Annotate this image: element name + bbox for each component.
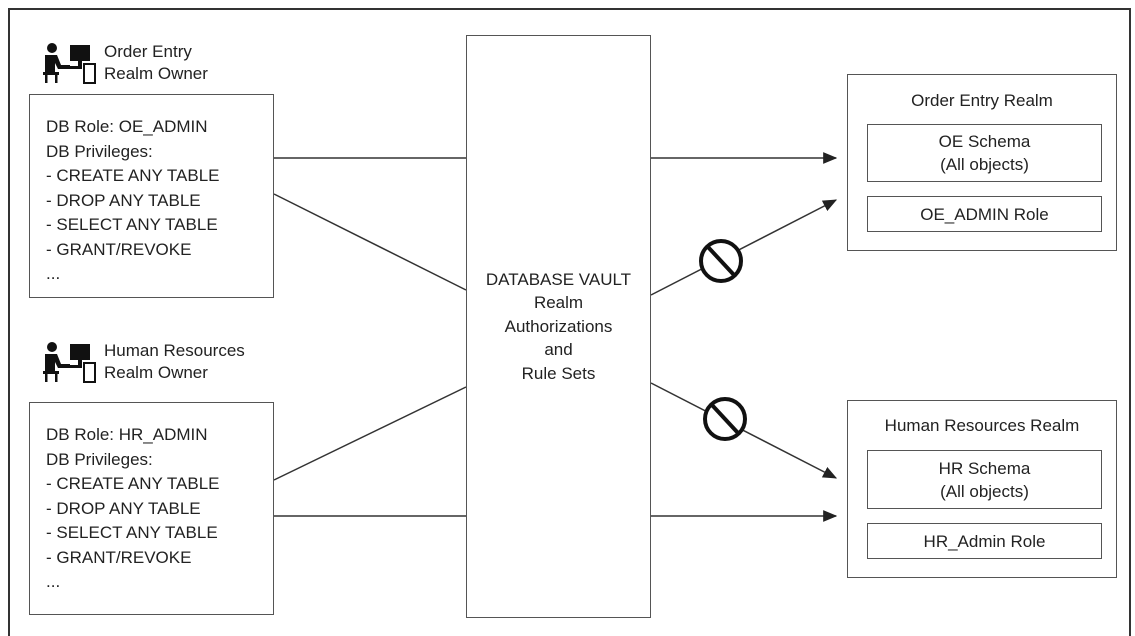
hr-owner-label: Human Resources Realm Owner (104, 340, 245, 384)
connector-hr-role-diagonal-to-vault (273, 386, 467, 481)
hr-privileges-header: DB Privileges: (46, 449, 153, 469)
hr-privilege-item: - GRANT/REVOKE (46, 547, 192, 567)
prohibited-icon (703, 397, 747, 441)
hr-privilege-item: - DROP ANY TABLE (46, 498, 201, 518)
prohibited-icon (699, 239, 743, 283)
hr-db-role: DB Role: HR_ADMIN (46, 425, 208, 444)
vault-line: DATABASE VAULT (485, 269, 632, 289)
oe-realm-owner: Order Entry Realm Owner (40, 42, 208, 85)
hr-schema-line2: (All objects) (940, 481, 1029, 501)
oe-role-box: DB Role: OE_ADMIN DB Privileges: - CREAT… (29, 94, 274, 298)
diagram-frame (8, 8, 1131, 636)
hr-admin-role-label: HR_Admin Role (923, 531, 1046, 551)
hr-realm-box: Human Resources Realm HR Schema (All obj… (847, 400, 1117, 578)
vault-line: and (544, 340, 573, 360)
hr-role-box: DB Role: HR_ADMIN DB Privileges: - CREAT… (29, 402, 274, 615)
database-vault-box: DATABASE VAULT Realm Authorizations and … (466, 35, 651, 618)
oe-realm-title: Order Entry Realm (911, 91, 1053, 110)
oe-privilege-item: - CREATE ANY TABLE (46, 166, 220, 185)
arrow-vault-to-oe-role-blocked (650, 199, 838, 296)
hr-schema-line1: HR Schema (938, 458, 1031, 478)
vault-line: Authorizations (504, 316, 613, 336)
hr-admin-role-box: HR_Admin Role (867, 523, 1102, 559)
oe-admin-role-box: OE_ADMIN Role (867, 196, 1102, 232)
oe-owner-label: Order Entry Realm Owner (104, 41, 208, 85)
hr-realm-owner: Human Resources Realm Owner (40, 341, 245, 384)
oe-owner-line1: Order Entry (104, 42, 192, 61)
oe-privilege-item: - SELECT ANY TABLE (46, 215, 218, 234)
hr-privilege-item: - CREATE ANY TABLE (46, 474, 220, 493)
oe-db-role: DB Role: OE_ADMIN (46, 117, 208, 136)
oe-privilege-item: - GRANT/REVOKE (46, 239, 192, 259)
hr-realm-title: Human Resources Realm (884, 416, 1080, 435)
oe-privileges-header: DB Privileges: (46, 141, 153, 161)
vault-line: Realm (533, 293, 584, 313)
oe-owner-line2: Realm Owner (104, 64, 208, 83)
hr-owner-line2: Realm Owner (104, 363, 208, 382)
hr-privilege-item: ... (46, 572, 61, 591)
oe-privilege-item: - DROP ANY TABLE (46, 190, 201, 210)
oe-admin-role-label: OE_ADMIN Role (920, 204, 1049, 224)
oe-privilege-item: ... (46, 264, 61, 283)
person-at-computer-icon (43, 342, 96, 383)
vault-line: Rule Sets (521, 363, 596, 383)
hr-owner-line1: Human Resources (104, 341, 245, 360)
connector-oe-role-diagonal-to-vault (273, 193, 467, 291)
hr-schema-box: HR Schema (All objects) (867, 450, 1102, 509)
oe-schema-line1: OE Schema (938, 132, 1031, 151)
oe-schema-box: OE Schema (All objects) (867, 124, 1102, 182)
person-at-computer-icon (43, 43, 96, 84)
hr-privilege-item: - SELECT ANY TABLE (46, 523, 218, 542)
oe-realm-box: Order Entry Realm OE Schema (All objects… (847, 74, 1117, 251)
oe-schema-line2: (All objects) (940, 155, 1029, 174)
